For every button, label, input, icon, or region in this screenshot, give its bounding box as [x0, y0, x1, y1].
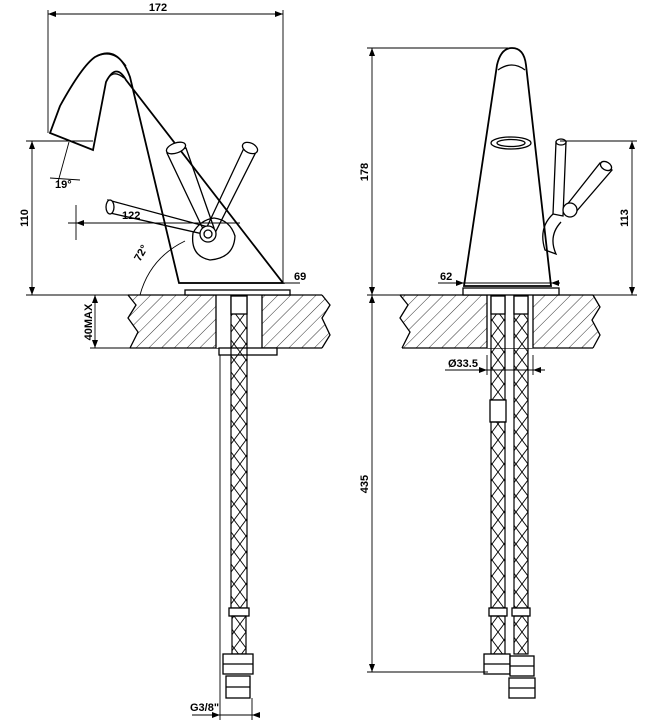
- hose-left: [222, 295, 254, 699]
- dim-lever-height: 113: [619, 209, 631, 227]
- dim-width-total: 172: [149, 2, 167, 14]
- dim-shank-diameter: Ø33.5: [448, 358, 478, 370]
- lever-handles-right: [542, 138, 614, 256]
- dim-overall-height: 178: [359, 163, 371, 181]
- countertop-left: [127, 289, 331, 356]
- dim-spout-reach: 122: [122, 210, 140, 222]
- dim-lever-angle: 72°: [132, 243, 151, 263]
- dim-spout-height: 110: [19, 209, 31, 227]
- lever-handles-left: [105, 141, 259, 261]
- dim-hose-length: 435: [359, 475, 371, 493]
- dim-base-offset-left: 69: [294, 271, 306, 283]
- front-view: 172 110 19° 122 72° 69 40MAX G3/8": [19, 2, 331, 720]
- dim-spout-angle: 19°: [55, 179, 72, 191]
- hoses-right: [483, 295, 536, 699]
- dim-max-deck-thickness: 40MAX: [83, 303, 95, 340]
- dim-connection-thread: G3/8": [190, 702, 219, 714]
- dimension-lines-left: [26, 10, 300, 720]
- dim-base-offset-side: 62: [440, 271, 452, 283]
- spout-body-right: [462, 47, 553, 287]
- spout-body-left: [48, 52, 285, 284]
- dimension-lines-right: [367, 47, 637, 673]
- side-view: 178 113 62 Ø33.5 435: [359, 47, 637, 699]
